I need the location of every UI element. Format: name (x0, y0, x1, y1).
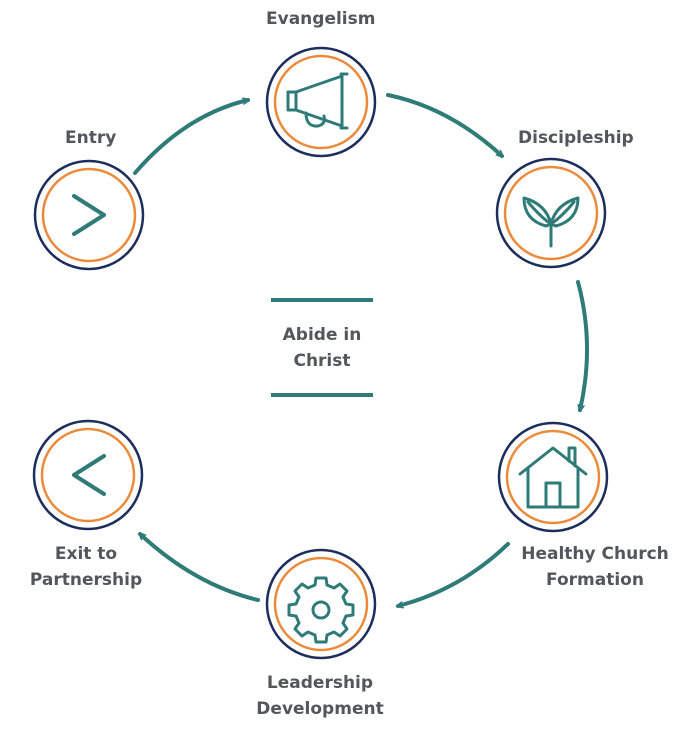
center-label-line1: Abide in (282, 325, 362, 345)
node-evangelism (265, 46, 377, 158)
label-exit: Exit to Partnership (26, 541, 146, 593)
label-discipleship-text: Discipleship (518, 128, 634, 148)
label-healthy-church-line1: Healthy Church (521, 544, 669, 564)
node-leadership (265, 548, 377, 660)
center-label-line2: Christ (293, 351, 351, 371)
label-evangelism: Evangelism (266, 6, 375, 32)
label-entry: Entry (65, 125, 116, 151)
label-exit-line2: Partnership (29, 570, 143, 590)
megaphone-icon (286, 72, 349, 130)
label-evangelism-text: Evangelism (266, 9, 376, 29)
label-entry-text: Entry (65, 128, 117, 148)
flow-arrows (133, 93, 589, 606)
label-exit-line1: Exit to (54, 544, 118, 564)
node-entry (33, 159, 145, 271)
house-icon (518, 446, 588, 509)
arrow-evangelism-to-discipleship (386, 93, 504, 158)
label-discipleship: Discipleship (518, 125, 634, 151)
label-healthy-church: Healthy Church Formation (520, 541, 670, 593)
label-healthy-church-line2: Formation (546, 570, 644, 590)
arrow-leadership-to-exit (138, 532, 260, 602)
chevron-right-icon (72, 194, 106, 236)
gear-icon (287, 576, 355, 644)
arrow-discipleship-to-healthy (576, 280, 589, 410)
arrow-entry-to-evangelism (133, 100, 248, 175)
node-healthy-church (497, 421, 609, 533)
label-leadership-line1: Leadership (266, 673, 374, 693)
center-label: Abide in Christ (263, 322, 381, 374)
label-leadership-line2: Development (256, 699, 384, 719)
node-exit (32, 419, 144, 531)
node-discipleship (495, 157, 607, 269)
sprout-icon (522, 196, 580, 248)
label-leadership: Leadership Development (248, 670, 392, 722)
chevron-left-icon (72, 454, 106, 496)
arrow-healthy-to-leadership (398, 542, 510, 606)
